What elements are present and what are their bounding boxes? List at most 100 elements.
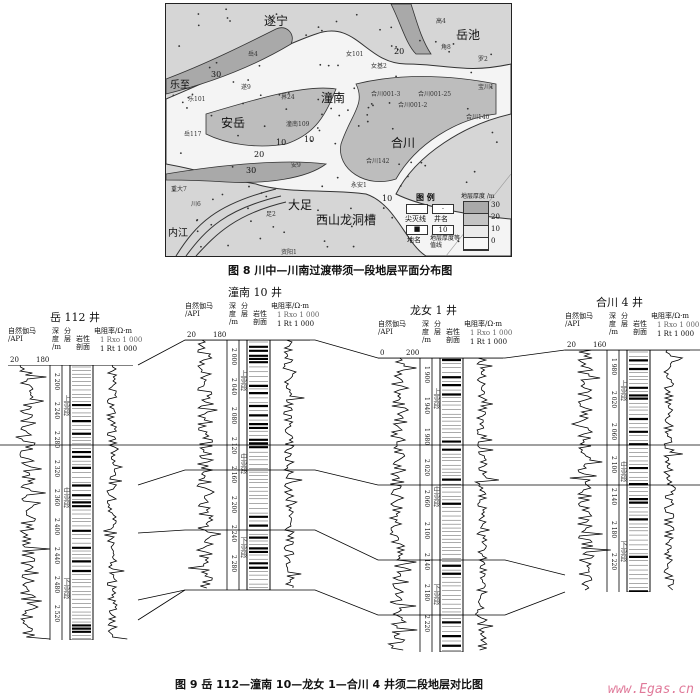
depth-tick: 2 200 [230,495,237,513]
litho-header: 岩性剖面 [253,310,267,326]
well-dot [320,29,323,32]
well-dot [283,231,286,234]
contour-label: 30 [246,166,257,175]
well-dot [366,120,369,123]
depth-tick: 2 180 [610,520,617,539]
rt-scale: 1 Rt 1 000 [657,330,695,338]
depth-tick: 1 980 [610,358,617,376]
well-label: 乐101 [188,96,206,103]
well-dot [172,189,175,192]
lithology-column [626,350,651,592]
scale-label: 10 [491,225,500,233]
well-dot [357,125,360,127]
depth-tick: 2 220 [610,553,617,571]
well-label: 合川142 [366,158,390,165]
well-dot [232,81,235,83]
city-lezhi: 乐至 [170,80,190,91]
well-dot [179,152,182,154]
well-dot [318,129,321,132]
lithology-column [439,358,464,652]
well-dot [196,230,199,233]
depth-tick: 2 400 [53,518,60,536]
well-dot [221,193,224,196]
gamma-max: 180 [36,356,50,364]
resistivity-curve [473,358,499,651]
layer-label: 中亚段 [240,453,248,475]
well-columns [185,340,310,590]
well-label: 罗2 [478,56,488,63]
figure8-caption: 图 8 川中—川南过渡带须一段地层平面分布图 [228,264,453,277]
scale-swatch [464,226,488,238]
city-hechuan: 合川 [391,136,416,150]
city-xishan: 西山龙洞槽 [316,213,377,227]
well-dot [391,127,394,130]
well-dot [406,175,409,178]
depth-tick: 2 280 [230,554,237,572]
resistivity-curve [662,350,684,591]
well-dot [210,223,213,226]
depth-tick: 2 060 [610,423,617,441]
depth-tick: 2 100 [423,521,430,539]
well-dot [321,185,324,188]
well-dot [390,26,393,29]
legend-pinchout-label: 尖灭线 [405,215,426,223]
resist-header: 电阻率/Ω·m [651,312,690,320]
gamma-header: 自然伽马 /API [8,327,36,343]
city-yuechi: 岳池 [456,28,481,42]
well-columns [378,358,503,652]
well-dot [490,53,493,56]
well-dot [424,164,427,167]
scale-label: 20 [491,213,500,221]
well-dot [186,107,188,109]
thickness-map: 遂宁 潼南 安岳 合川 大足 西山龙洞槽 内江 乐至 岳池 岳4 女101 女基… [165,3,512,257]
contour-label: 10 [276,138,287,147]
well-dot [398,163,401,166]
well-label: 高4 [436,18,446,25]
well-dot [352,245,355,248]
depth-tick: 2 060 [423,490,430,508]
legend-isoline-label: 地层厚度等值线 [430,235,461,249]
city-neijiang: 内江 [168,228,188,239]
scale-swatch [464,202,488,214]
gamma-max: 180 [213,331,227,339]
well-dot [420,161,423,164]
well-title: 岳 112 井 [50,311,100,324]
city-symbol: ■ [406,225,428,235]
well-dot [322,217,325,220]
well-label: 角8 [441,44,451,51]
depth-tick: 2 160 [230,466,237,484]
well-dot [208,66,211,69]
depth-tick: 2 280 [53,431,60,449]
well-columns [565,350,690,592]
depth-tick: 2 020 [610,390,617,408]
well-dot [278,93,281,96]
depth-tick: 2 240 [53,402,60,420]
gamma-min: 20 [10,356,19,364]
layer-label: 下亚段 [63,578,71,600]
thickness-scale-title: 地层厚度 /m [461,193,495,200]
depth-tick: 2 140 [423,552,430,570]
well-dot [316,127,319,129]
well-dot [457,240,460,243]
depth-tick: 1 900 [423,366,430,384]
depth-tick: 1 940 [423,397,430,415]
contour-label: 20 [394,47,405,56]
well-dot [379,28,381,31]
contour-label: 20 [254,150,265,159]
litho-header: 岩性剖面 [633,320,647,336]
depth-tick: 2 000 [230,348,237,366]
well-label: 资阳1 [281,249,297,256]
well-dot [366,113,369,116]
gamma-header: 自然伽马 /API [378,320,406,336]
city-suining: 遂宁 [264,14,289,28]
depth-tick: 2 080 [230,407,237,425]
well-dot [347,109,349,112]
well-dot [327,64,330,67]
well-dot [227,244,229,247]
well-dot [382,207,385,209]
city-anyue: 安岳 [221,116,246,130]
well-dot [395,75,397,78]
well-dot [335,20,338,23]
resist-header: 电阻率/Ω·m [464,320,503,328]
well-dot [334,142,337,145]
